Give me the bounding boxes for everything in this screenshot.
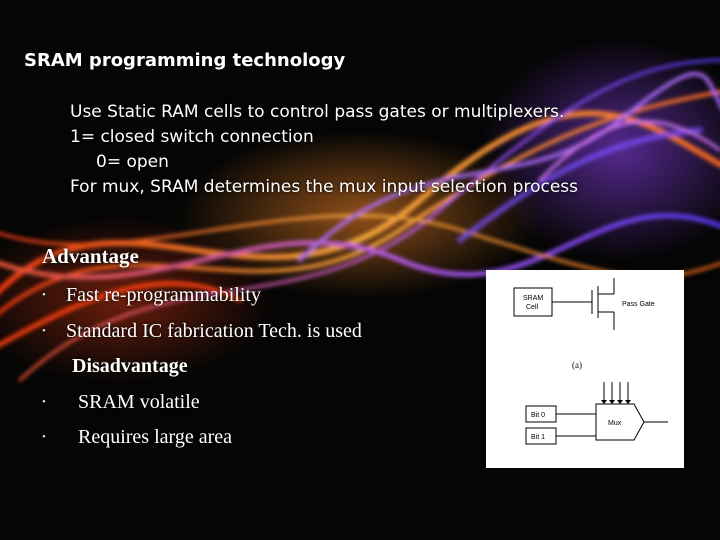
box-bullet-icon:  [40,351,54,381]
bullet-text: SRAM volatile [78,390,200,413]
figure-caption: (a) [572,360,582,370]
mux-label: Mux [608,420,622,427]
intro-text: Use Static RAM cells to control pass gat… [70,100,578,200]
bullet-text: Disadvantage [72,355,188,377]
bullet-icon: • [42,431,46,443]
bit1-label: Bit 1 [531,434,545,441]
arrow-icon [601,400,607,404]
sram-cell-label: SRAM [523,295,543,302]
pass-gate-label: Pass Gate [622,301,655,308]
slide-title: SRAM programming technology [24,50,346,71]
intro-line: Use Static RAM cells to control pass gat… [70,102,565,122]
sram-cell-label: Cell [526,304,539,311]
sram-cell-box [513,287,553,317]
arrow-icon [617,400,623,404]
bit0-label: Bit 0 [531,412,545,419]
bullet-text: Standard IC fabrication Tech. is used [66,319,362,342]
bullet-icon: • [42,395,46,408]
sram-diagram-figure: SRAM Cell Pass Gate Bit 0 Bit 1 Mux (a) [486,270,684,468]
bullet-text: Requires large area [78,426,232,448]
intro-line: 1= closed switch connection [70,127,314,147]
bullet-icon: • [42,324,46,337]
bullet-text: Fast re-programmability [66,284,261,306]
arrow-icon [609,400,615,404]
bullet-icon: • [42,289,46,301]
intro-line: 0= open [96,152,169,172]
sram-diagram: SRAM Cell Pass Gate Bit 0 Bit 1 Mux (a) [513,278,668,445]
arrow-icon [625,400,631,404]
advantage-heading: Advantage [42,244,139,268]
intro-line: For mux, SRAM determines the mux input s… [70,177,578,197]
